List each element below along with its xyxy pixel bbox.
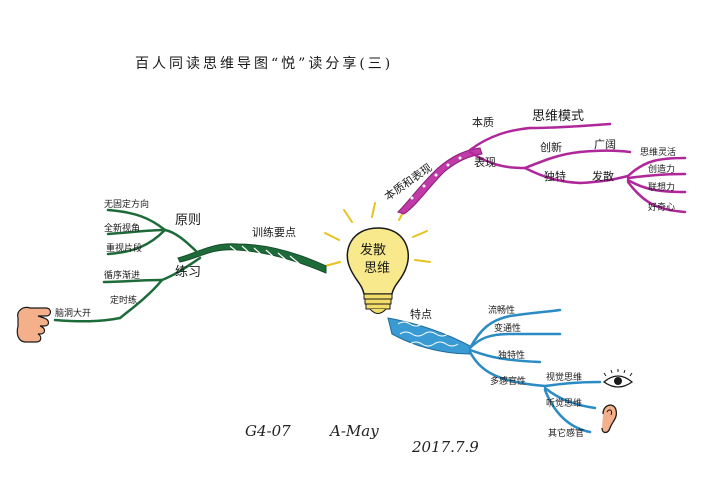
footer-code: G4-07	[245, 422, 291, 440]
left-item-2: 全新视角	[104, 222, 140, 234]
left-group2-label: 练习	[175, 265, 201, 280]
rb-sense-2: 听觉思维	[546, 397, 582, 409]
rb-sense-1: 视觉思维	[546, 371, 582, 383]
rt-leaf-2: 创造力	[648, 163, 675, 175]
light-bulb-icon	[324, 202, 431, 314]
rb-root-label: 特点	[410, 307, 432, 321]
rt-sub2-child2-leaf: 发散	[592, 169, 614, 183]
left-item-3: 重视片段	[106, 242, 142, 254]
left-branch: 训练要点 原则 练习 无固定方向 全新视角 重视片段 循序渐进 定时练 脑洞大开	[53, 198, 327, 323]
rt-sub1-label: 本质	[472, 115, 494, 129]
rb-item-4: 多感官性	[490, 375, 526, 387]
left-group1-label: 原则	[175, 213, 201, 228]
eye-icon	[602, 369, 634, 388]
rt-sub2-child2: 独特	[544, 169, 566, 183]
page-title: 百人同读思维导图“悦”读分享(三)	[135, 55, 393, 72]
rt-sub2-label: 表现	[474, 155, 496, 169]
rt-leaf-3: 联想力	[648, 181, 675, 193]
left-item-4: 循序渐进	[104, 269, 140, 281]
rb-item-1: 流畅性	[488, 304, 515, 316]
rb-sense-3: 其它感官	[548, 427, 584, 439]
right-bottom-branch: 特点 流畅性 变通性 独特性 多感官性 视觉思维 听觉思维 其它感官	[387, 304, 602, 439]
ear-icon	[601, 404, 618, 434]
rt-leaf-1: 思维灵活	[640, 146, 676, 158]
rt-leaf-4: 好奇心	[648, 201, 675, 213]
center-label-line2: 思维	[364, 261, 390, 276]
rb-item-3: 独特性	[498, 349, 525, 361]
footer-author: A-May	[328, 422, 379, 440]
center-label-line1: 发散	[360, 242, 386, 258]
rt-sub1-child: 思维模式	[532, 109, 584, 124]
rb-item-2: 变通性	[494, 322, 521, 334]
left-root-label: 训练要点	[252, 225, 296, 239]
left-item-1: 无固定方向	[104, 198, 149, 210]
hand-icon	[16, 306, 52, 343]
right-top-branch: 本质和表现 本质 思维模式 表现 创新 广阔 独特 发散 思维灵活 创造力 联想…	[381, 109, 687, 215]
rt-sub2-child1: 创新	[540, 140, 562, 154]
left-extra-label: 定时练	[110, 294, 137, 306]
footer-date: 2017.7.9	[411, 438, 479, 456]
rt-sub2-child1-leaf: 广阔	[594, 138, 616, 151]
left-extra-item: 脑洞大开	[55, 307, 91, 319]
